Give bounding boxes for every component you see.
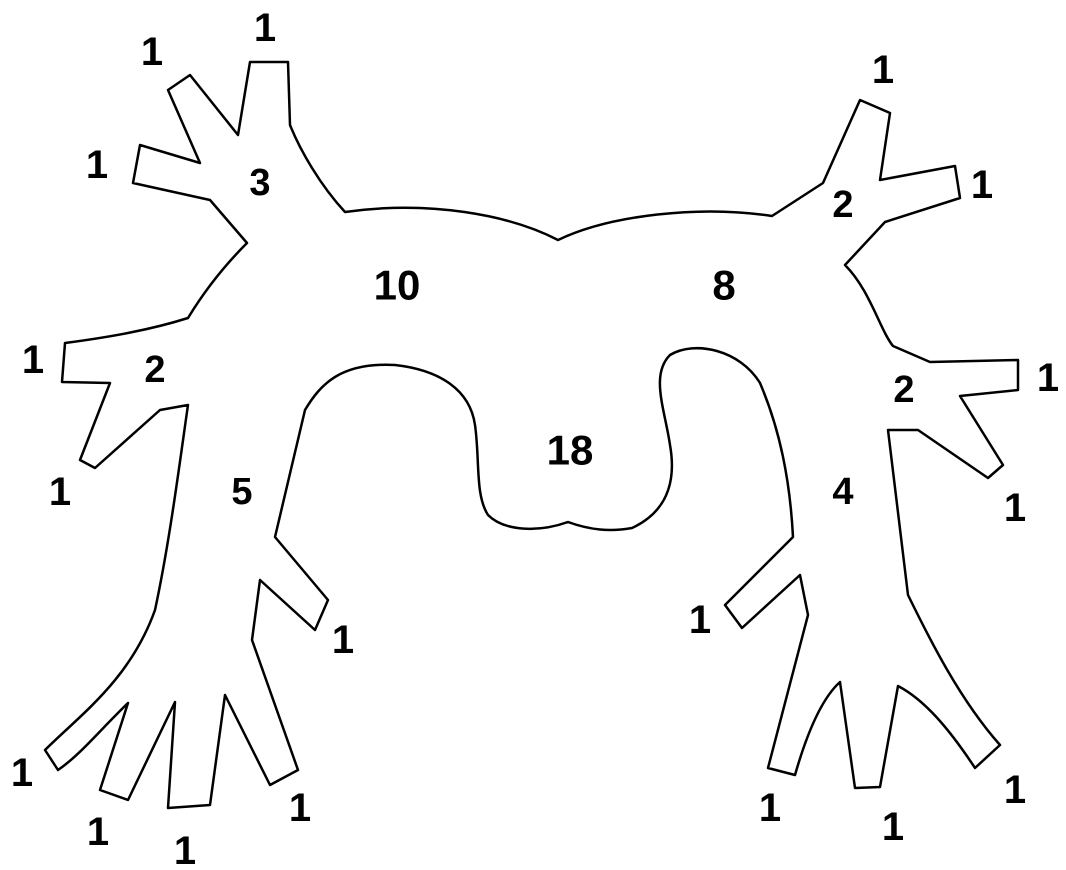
upper-right-branch-label: 2	[832, 184, 853, 226]
leaf-label: 1	[872, 48, 894, 92]
leaf-label: 1	[11, 751, 33, 795]
leaf-label: 1	[22, 338, 44, 382]
lower-right-branch-label: 4	[832, 471, 853, 513]
leaf-label: 1	[289, 786, 311, 830]
leaf-label: 1	[174, 829, 196, 870]
lower-left-branch-label: 5	[231, 471, 252, 513]
leaf-label: 1	[759, 786, 781, 830]
leaf-label: 1	[689, 598, 711, 642]
leaf-label: 1	[1037, 356, 1059, 400]
leaf-label: 1	[1004, 768, 1026, 812]
shape-outline	[45, 62, 1018, 808]
leaf-label: 1	[1004, 486, 1026, 530]
leaf-label: 1	[254, 6, 276, 50]
leaf-label: 1	[86, 143, 108, 187]
right-body-label: 8	[712, 262, 735, 309]
leaf-label: 1	[971, 163, 993, 207]
leaf-label: 1	[141, 30, 163, 74]
middle-left-branch-label: 2	[144, 349, 165, 391]
center-bottom-label: 18	[547, 427, 594, 474]
leaf-label: 1	[332, 618, 354, 662]
left-body-label: 10	[374, 262, 421, 309]
leaf-label: 1	[87, 810, 109, 854]
middle-right-branch-label: 2	[893, 369, 914, 411]
leaf-label: 1	[49, 470, 71, 514]
leaf-label: 1	[882, 805, 904, 849]
upper-left-branch-label: 3	[249, 162, 270, 204]
